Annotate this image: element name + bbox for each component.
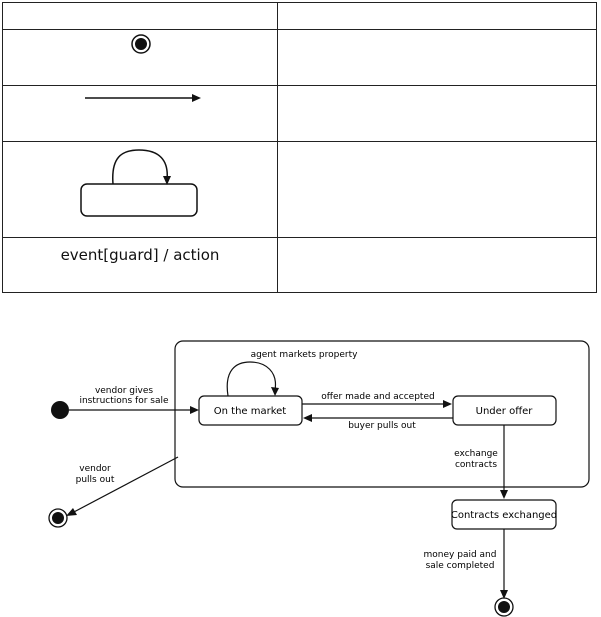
notation-legend-table: event[guard] / action: [2, 2, 597, 293]
initial-state-node: [51, 401, 69, 419]
money-paid-label-2: sale completed: [426, 561, 495, 571]
vendor-pulls-out-label-1: vendor: [79, 464, 111, 474]
state-on-the-market: [198, 395, 303, 426]
buyer-pulls-out-label: buyer pulls out: [348, 421, 416, 431]
legend-header-row: [3, 3, 596, 30]
self-transition-loop: [226, 361, 277, 397]
legend-row-self-transition: [3, 142, 596, 238]
transition-arrow-symbol: [85, 94, 201, 102]
composite-state-for-sale: [174, 340, 590, 488]
vendor-pulls-out-transition: [71, 456, 179, 514]
legend-column-divider: [277, 3, 278, 292]
initial-state-symbol: [131, 34, 151, 54]
offer-transition-label: offer made and accepted: [321, 392, 434, 402]
initial-transition-label-1: vendor gives: [95, 386, 153, 396]
legend-row-transition: [3, 86, 596, 142]
exchange-label-1: exchange: [454, 449, 498, 459]
transition-label-notation: event[guard] / action: [60, 246, 220, 264]
state-label-under-offer: Under offer: [476, 406, 534, 417]
vendor-pulls-out-label-2: pulls out: [76, 475, 115, 485]
self-transition-label: agent markets property: [251, 350, 359, 360]
self-transition-state-symbol: [80, 149, 198, 217]
state-label-contracts-exchanged: Contracts exchanged: [451, 510, 557, 521]
exchange-label-2: contracts: [455, 460, 497, 470]
initial-transition-label-2: instructions for sale: [79, 396, 169, 406]
legend-row-label: event[guard] / action: [3, 238, 596, 293]
final-state-sale-node: [494, 597, 514, 617]
legend-row-initial: [3, 30, 596, 86]
final-state-vendor-node: [48, 508, 68, 528]
money-paid-label-1: money paid and: [424, 550, 497, 560]
state-label-on-the-market: On the market: [214, 406, 287, 417]
